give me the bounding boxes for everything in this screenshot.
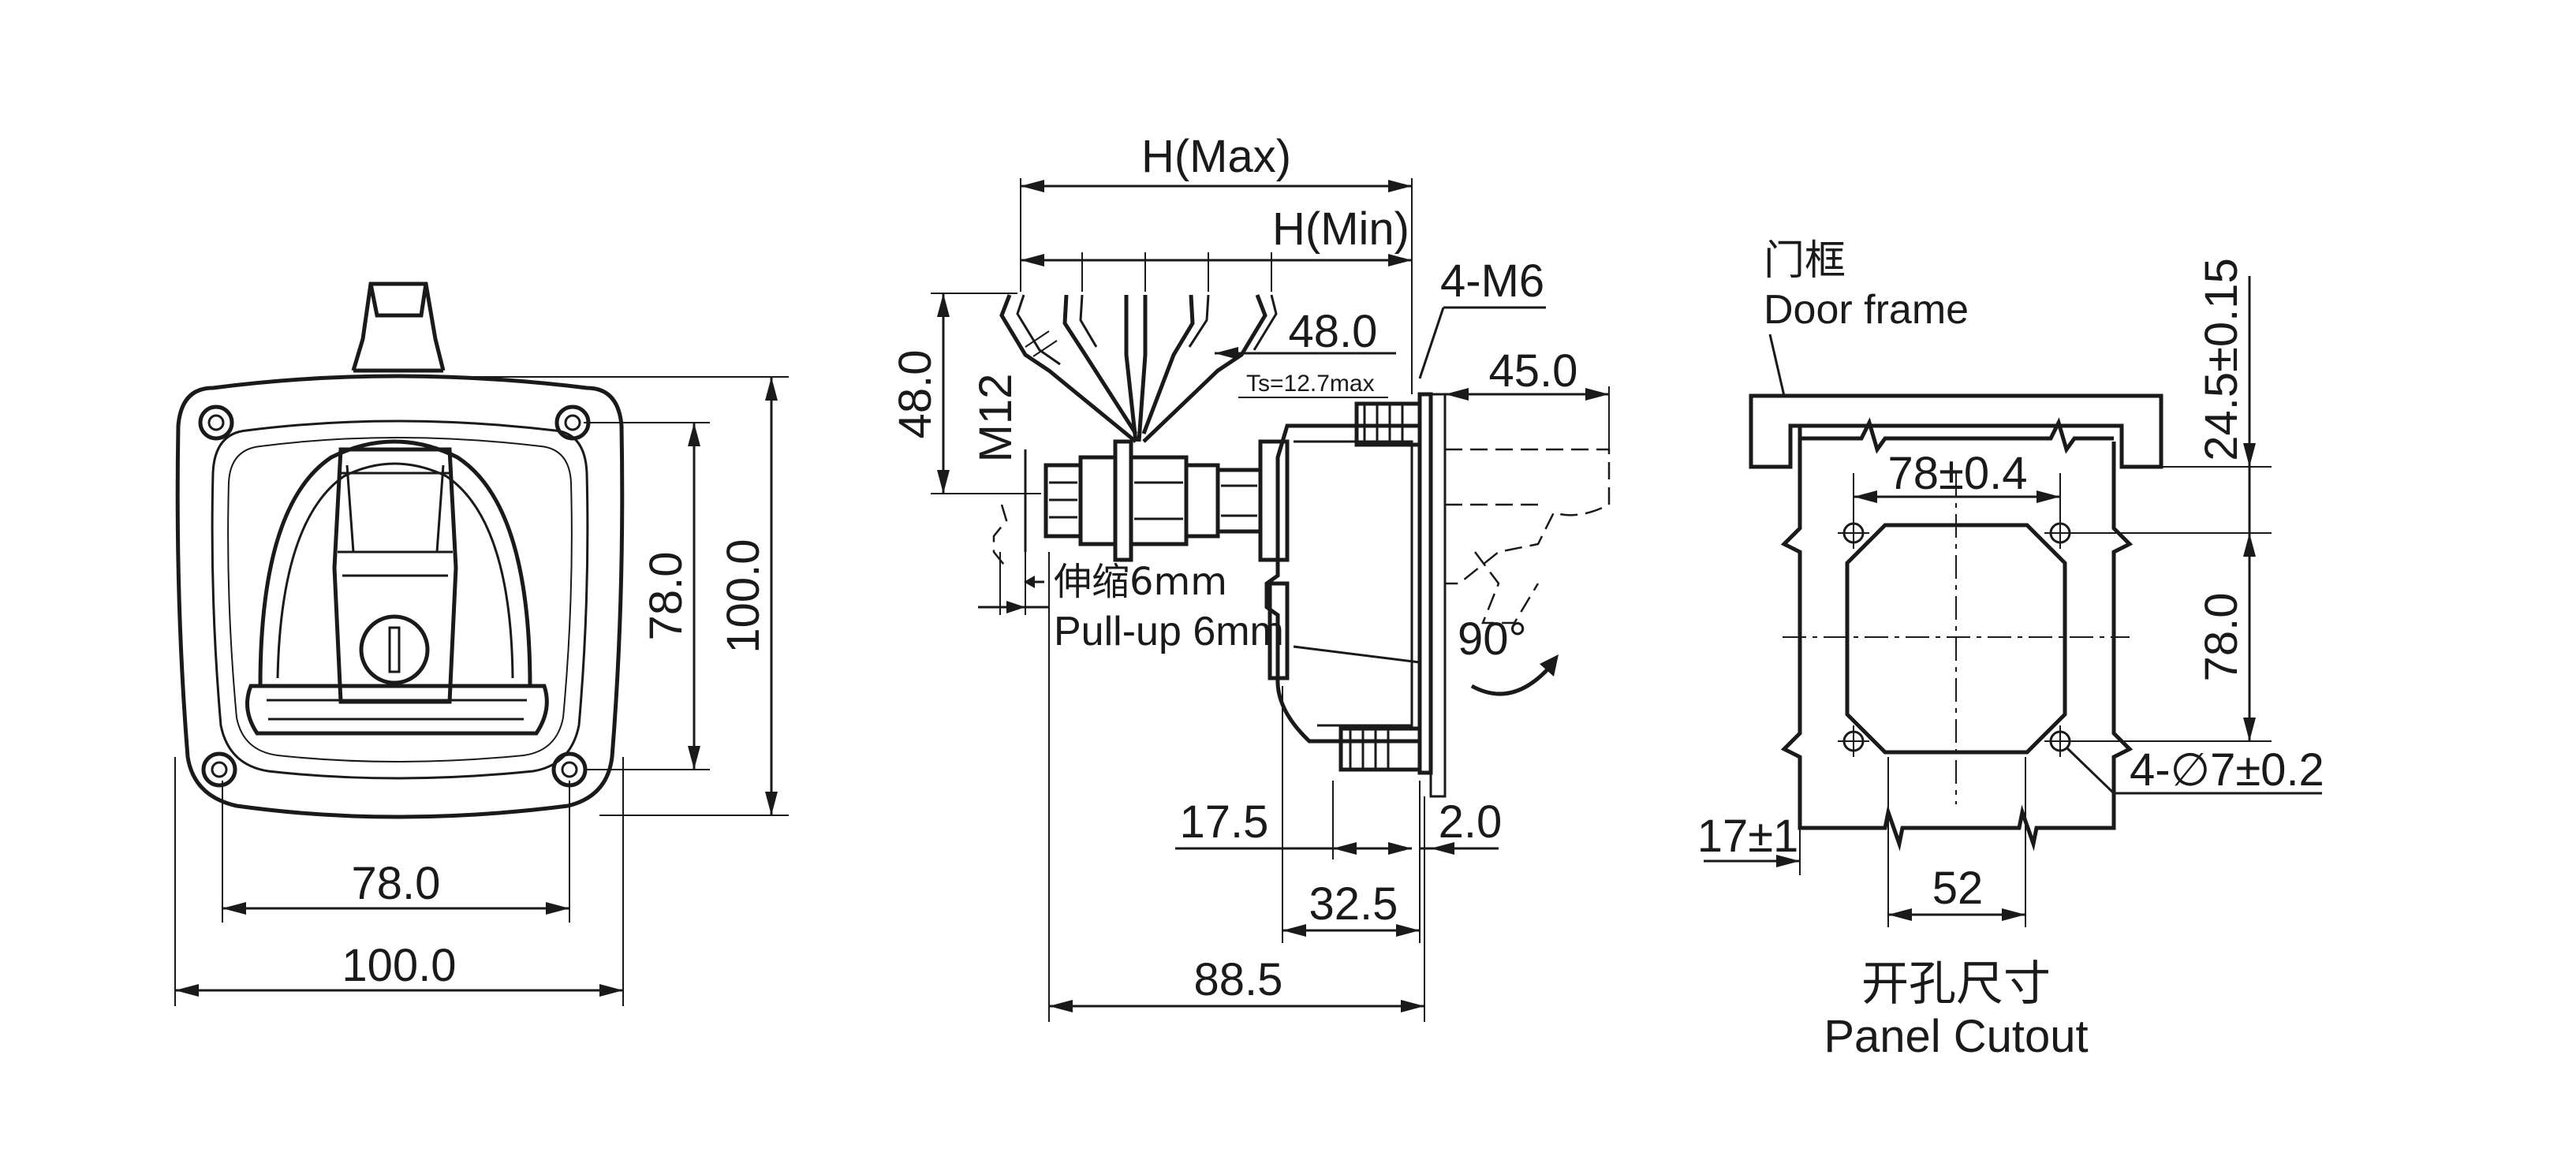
cutout-dim-bottom [1887,757,2026,927]
front-dim-height-inner [584,422,710,770]
cutout-dim-edge [1704,828,1801,875]
side-rotated-handle-dashed [1445,448,1611,624]
side-dim-handle-height-label: 48.0 [890,350,941,439]
side-dim-b [1420,842,1499,855]
side-studs-label: 4-M6 [1440,255,1544,307]
side-pull-up-arrow-icon [1024,576,1044,588]
side-rotation-arrow [1470,661,1555,696]
side-dim-h-max [1020,178,1413,394]
side-dim-handle-width [1215,347,1396,360]
side-angle-label: 90° [1458,613,1527,665]
cutout-frame-en-label: Door frame [1764,287,1969,333]
cutout-dim-frame-offset-label: 24.5±0.15 [2196,258,2247,461]
front-handle-arch-inner [276,462,514,679]
front-dim-width-outer [174,757,624,1006]
cutout-dim-hole-spacing-x-label: 78±0.4 [1888,448,2028,499]
cutout-dim-edge-label: 17±1 [1697,811,1799,862]
front-dim-height-outer [442,376,789,816]
cutout-door-frame [1749,393,2163,469]
side-dim-h-min-label: H(Min) [1272,203,1409,255]
side-dim-h-min [1021,252,1412,292]
side-pull-up-cn-label: 伸缩6mm [1054,560,1227,604]
side-thread-label: M12 [970,374,1021,463]
side-handle-positions [999,294,1278,443]
cutout-view: 门框 Door frame 78±0.4 24.5±0.15 78.0 [1697,237,2324,1062]
cutout-octagon [1845,523,2067,755]
side-dim-b-label: 2.0 [1439,796,1503,848]
side-dim-handle-width-label: 48.0 [1289,306,1378,357]
front-view: 78.0 100.0 78.0 100.0 [174,281,789,1006]
front-key-cylinder [359,614,430,685]
cutout-title-en: Panel Cutout [1824,1011,2088,1062]
cutout-dim-hole-spacing-y-label: 78.0 [2196,593,2247,682]
cutout-holes-label: 4-∅7±0.2 [2130,744,2324,796]
side-stud-top [1354,401,1422,447]
side-dim-depth [1048,552,1425,1022]
side-dim-a-label: 17.5 [1180,796,1269,848]
front-inner-rim [211,419,589,780]
side-shaft-assembly [1043,439,1290,562]
front-screw-bottom-left [201,751,237,788]
front-dim-height-inner-label: 78.0 [640,552,692,641]
front-dim-width-inner [222,781,570,923]
side-view: 90° H(Max) H(Min) 48.0 [890,131,1611,1022]
front-flange-outline [175,374,625,819]
side-dim-offset [1445,386,1610,449]
cutout-hole-bottom-left [1838,725,1869,757]
side-lock-body [1264,392,1447,798]
front-handle-body [332,447,458,704]
cutout-panel-outline [1780,417,2134,852]
cutout-title-cn: 开孔尺寸 [1861,956,2051,1012]
side-dim-offset-label: 45.0 [1489,345,1578,397]
side-stud-bottom [1338,726,1422,772]
front-dim-width-inner-label: 78.0 [352,858,441,909]
cutout-dim-frame-offset [2074,276,2272,557]
front-screw-top-left [198,405,234,441]
side-dim-c [1282,686,1421,943]
front-dim-width-outer-label: 100.0 [342,940,456,991]
side-pull-up-dim [978,504,1049,615]
cutout-dim-hole-spacing-y [2074,533,2272,742]
side-dim-a [1175,781,1412,859]
cutout-hole-bottom-right [2044,725,2076,757]
side-thickness-label: Ts=12.7max [1246,371,1375,397]
side-dim-h-max-label: H(Max) [1141,131,1291,182]
front-inner-rim-2 [227,437,573,762]
front-top-hanger [351,281,446,373]
side-dim-depth-label: 88.5 [1194,954,1283,1005]
cutout-dim-hole-spacing-x [1853,473,2061,524]
side-pull-up-en-label: Pull-up 6mm [1054,609,1284,654]
front-dim-height-outer-label: 100.0 [718,539,769,653]
front-handle-tray [245,684,549,736]
cutout-dim-bottom-label: 52 [1932,863,1984,914]
side-dim-c-label: 32.5 [1309,878,1398,930]
cutout-frame-cn-label: 门框 [1764,237,1846,285]
side-dim-handle-height [931,293,1041,494]
front-handle-arch [258,439,532,687]
